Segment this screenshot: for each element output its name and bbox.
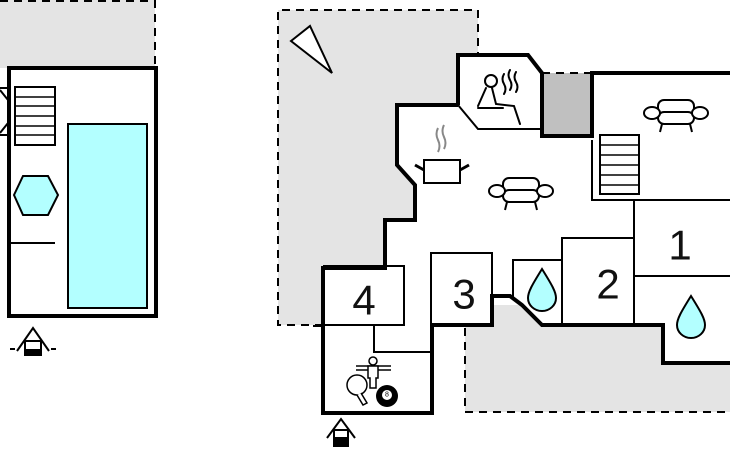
terrace-bottom-right-dash <box>464 328 730 413</box>
ping-pong-icon <box>346 374 369 406</box>
terrace-top-left-dash <box>0 0 156 68</box>
main-house-walls <box>321 53 730 415</box>
stairs-icon <box>14 86 56 146</box>
entrance-icon <box>10 326 56 356</box>
hot-tub-icon <box>12 175 60 216</box>
terrace-left-main <box>278 10 478 325</box>
outdoor-areas <box>0 0 730 413</box>
pool-house-door <box>0 87 9 136</box>
bathroom-drop-icon <box>526 267 558 312</box>
terrace-top-left <box>0 0 155 68</box>
eight-ball-label: 8 <box>385 392 389 399</box>
sauna-icon <box>477 69 521 125</box>
sofa-icon <box>488 177 554 211</box>
terrace-left-main-dash <box>277 9 479 326</box>
foosball-icon <box>356 356 391 389</box>
room-label-4: 4 <box>352 277 375 324</box>
north-arrow-icon <box>289 24 333 74</box>
technical-shaft <box>542 73 592 136</box>
room-label-2: 2 <box>596 261 619 308</box>
bathroom-drop-icon <box>675 294 707 339</box>
entrance-icon <box>326 417 356 447</box>
pool-house <box>0 66 158 318</box>
terrace-bottom-right <box>465 305 730 412</box>
sofa-icon <box>643 99 709 133</box>
pool-house-walls <box>7 66 158 318</box>
room-label-3: 3 <box>452 271 475 318</box>
room-label-1: 1 <box>668 222 691 269</box>
kitchen-icon <box>414 124 470 184</box>
pool-icon <box>67 123 148 309</box>
interior-walls <box>313 104 730 353</box>
stairs-icon <box>599 134 640 195</box>
billiard-ball-icon: 8 <box>376 385 398 407</box>
